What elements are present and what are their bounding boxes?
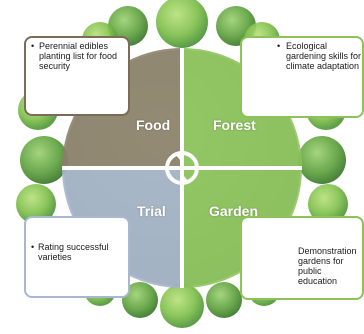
tree-canopy-blob <box>308 184 348 224</box>
callout-food: • Perennial edibles planting list for fo… <box>24 36 130 116</box>
quadrant-label-garden: Garden <box>209 203 259 219</box>
callout-text-food: Perennial edibles planting list for food… <box>39 41 118 71</box>
tree-canopy-blob <box>206 282 242 318</box>
cycle-arrows-icon <box>165 151 199 185</box>
bullet-marker: • <box>277 41 281 51</box>
tree-canopy-blob <box>20 136 68 184</box>
callout-text-trial: Rating successful varieties <box>38 242 109 262</box>
tree-canopy-blob <box>298 136 346 184</box>
callout-text-forest: Ecological gardening skills for climate … <box>286 41 362 71</box>
callout-trial: • Rating successful varieties <box>24 216 130 298</box>
quadrant-label-forest: Forest <box>213 117 256 133</box>
tree-canopy-blob <box>160 284 204 328</box>
tree-canopy-blob <box>122 282 158 318</box>
quadrant-label-food: Food <box>136 117 171 133</box>
callout-garden: Demonstration gardens for public educati… <box>240 216 364 300</box>
quadrant-label-trial: Trial <box>137 203 166 219</box>
tree-canopy-blob <box>156 0 208 48</box>
callout-forest: • Ecological gardening skills for climat… <box>240 36 364 118</box>
callout-text-garden: Demonstration gardens for public educati… <box>298 246 357 286</box>
bullet-marker: • <box>31 41 35 51</box>
tree-canopy-blob <box>16 184 56 224</box>
bullet-marker: • <box>31 242 35 252</box>
